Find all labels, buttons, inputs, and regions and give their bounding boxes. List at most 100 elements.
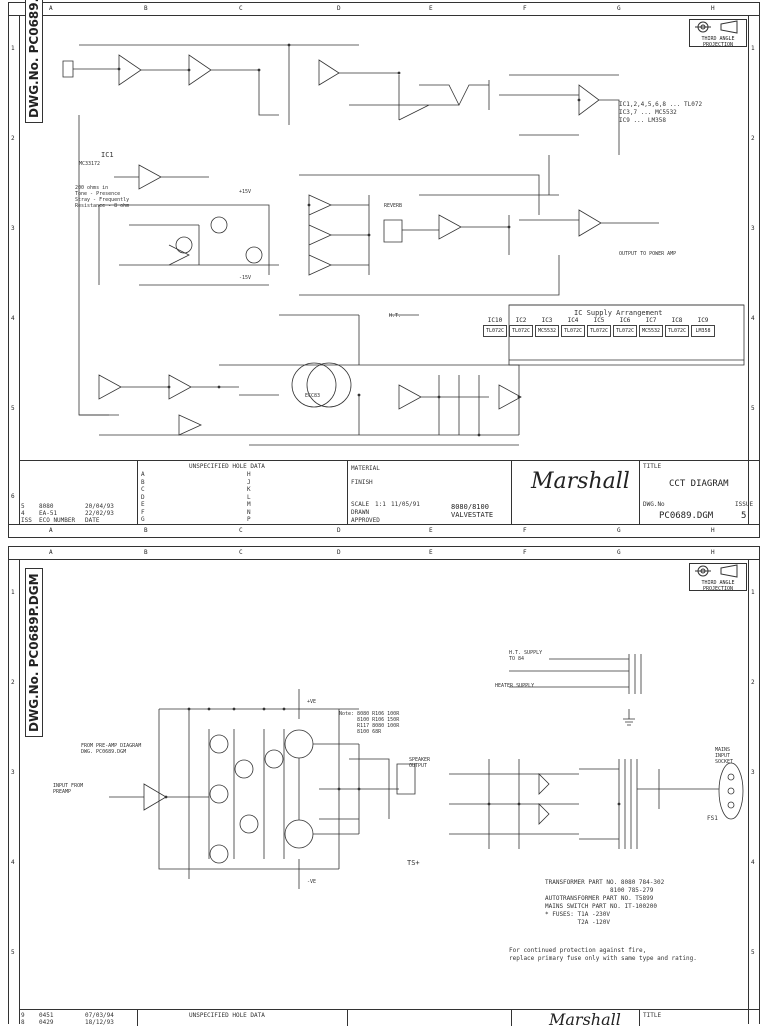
col-label: F (523, 549, 527, 556)
col-label: H (711, 549, 715, 556)
ic-name: IC8 (671, 317, 683, 324)
supply-plus-label: +15V (239, 189, 252, 195)
col-label: D (337, 5, 341, 12)
row-label: 5 (751, 949, 755, 956)
ic-name: IC6 (619, 317, 631, 324)
title-block-letter: L (247, 493, 251, 501)
title-label: TITLE (643, 463, 662, 470)
material-label: MATERIAL (351, 465, 380, 472)
row-label: 4 (751, 315, 755, 322)
ic-part: TL072C (615, 328, 635, 334)
power-amp-schematic (19, 559, 751, 979)
row-label: 6 (11, 493, 15, 500)
ic1-part-label: MC33172 (79, 161, 101, 167)
col-label: G (617, 549, 621, 556)
projection-label: THIRD ANGLE PROJECTION (701, 580, 735, 592)
component-value-note: Note: 8080 R106 100R 8100 R106 150R R117… (339, 711, 400, 735)
title-block-letter: C (141, 486, 145, 493)
col-label: D (337, 549, 341, 556)
title-block-letter: H (247, 471, 251, 478)
title-label: TITLE (643, 1012, 662, 1019)
ic-part: TL072C (511, 328, 531, 334)
col-label: F (523, 5, 527, 12)
projection-symbol: THIRD ANGLE PROJECTION (689, 563, 747, 592)
title-block-letter: E (141, 501, 145, 508)
date-value: 11/05/91 (391, 501, 420, 508)
supply-minus-label: -15V (239, 275, 252, 281)
row-label: 5 (11, 949, 15, 956)
third-angle-projection-icon (695, 564, 738, 578)
col-label: C (239, 5, 243, 12)
overdrive-note: 200 ohms in Tone - Presence Stray - Freq… (75, 185, 130, 209)
col-label: B (144, 5, 148, 12)
third-angle-projection-icon (695, 20, 738, 34)
row-label: 2 (751, 135, 755, 142)
ic-part: TL072C (589, 328, 609, 334)
col-label: A (49, 549, 53, 556)
row-label: 1 (11, 589, 15, 596)
mains-input-label: MAINS INPUT SOCKET (715, 747, 734, 765)
col-label: G (617, 527, 621, 534)
row-ruler-right: 1 2 3 4 5 (748, 15, 759, 525)
row-ruler-left: 1 2 3 4 5 (9, 559, 20, 1024)
fuse-label: FS1 (707, 815, 718, 822)
ht-label: H.T. (389, 313, 402, 319)
speaker-label: SPEAKER OUTPUT (409, 757, 431, 769)
row-label: 1 (751, 589, 755, 596)
dwg-no-value: PC0689.DGM (659, 511, 714, 521)
from-preamp-label: FROM PRE-AMP DIAGRAM DWG. PC0689.DGM (81, 743, 142, 755)
revision-rev: ISS (21, 517, 32, 524)
marshall-logo: Marshall (531, 469, 630, 494)
revision-ecn: ECO NUMBER (39, 517, 76, 524)
ic-part: TL072C (667, 328, 687, 334)
row-label: 2 (11, 679, 15, 686)
dwg-no-label: DWG.No (643, 501, 665, 508)
schematic-sheet-preamp: A B C D E F G H A B C D E F G H 1 2 3 4 … (8, 0, 760, 538)
col-label: C (239, 549, 243, 556)
title-block-letter: D (141, 493, 145, 501)
row-ruler-right: 1 2 3 4 5 (748, 559, 759, 1024)
ic-name: IC7 (645, 317, 657, 324)
col-label: D (337, 527, 341, 534)
revision-ecn: EA-51 (39, 510, 58, 517)
projection-symbol: THIRD ANGLE PROJECTION (689, 19, 747, 48)
column-ruler-top: A B C D E F G H (9, 547, 759, 560)
revision-date: DATE (85, 517, 100, 524)
row-label: 3 (751, 225, 755, 232)
input-label: INPUT FROM PREAMP (53, 783, 84, 795)
row-label: 1 (11, 45, 15, 52)
title-block-letter: F (141, 508, 145, 516)
ic-name: IC9 (697, 317, 709, 324)
ic-name: IC2 (515, 317, 527, 324)
marshall-logo: Marshall (549, 1010, 621, 1029)
revision-rev: 9 (21, 1012, 25, 1019)
revision-date: 20/04/93 (85, 503, 114, 510)
title-block-letter: J (247, 478, 251, 486)
title-block-letter: N (247, 508, 251, 516)
scale-label: SCALE (351, 501, 370, 508)
finish-label: FINISH (351, 479, 373, 486)
title-block-letter: A (141, 471, 145, 478)
title-block-letter: P (247, 516, 251, 523)
col-label: G (617, 5, 621, 12)
col-label: A (49, 527, 53, 534)
revision-ecn: 8080 (39, 503, 54, 510)
col-label: E (429, 549, 433, 556)
row-label: 3 (11, 225, 15, 232)
output-label: OUTPUT TO POWER AMP (619, 251, 677, 257)
row-ruler-left: 1 2 3 4 5 6 (9, 15, 20, 525)
issue-value: 5 (741, 511, 747, 521)
col-label: C (239, 527, 243, 534)
ic-parts-note: IC1,2,4,5,6,8 ... TL072 IC3,7 ... MC5532… (619, 101, 703, 124)
ic-part: LM358 (695, 328, 711, 334)
reverb-label: REVERB (384, 203, 403, 209)
revision-rev: 5 (21, 503, 25, 510)
revision-ecn: 0429 (39, 1019, 54, 1026)
